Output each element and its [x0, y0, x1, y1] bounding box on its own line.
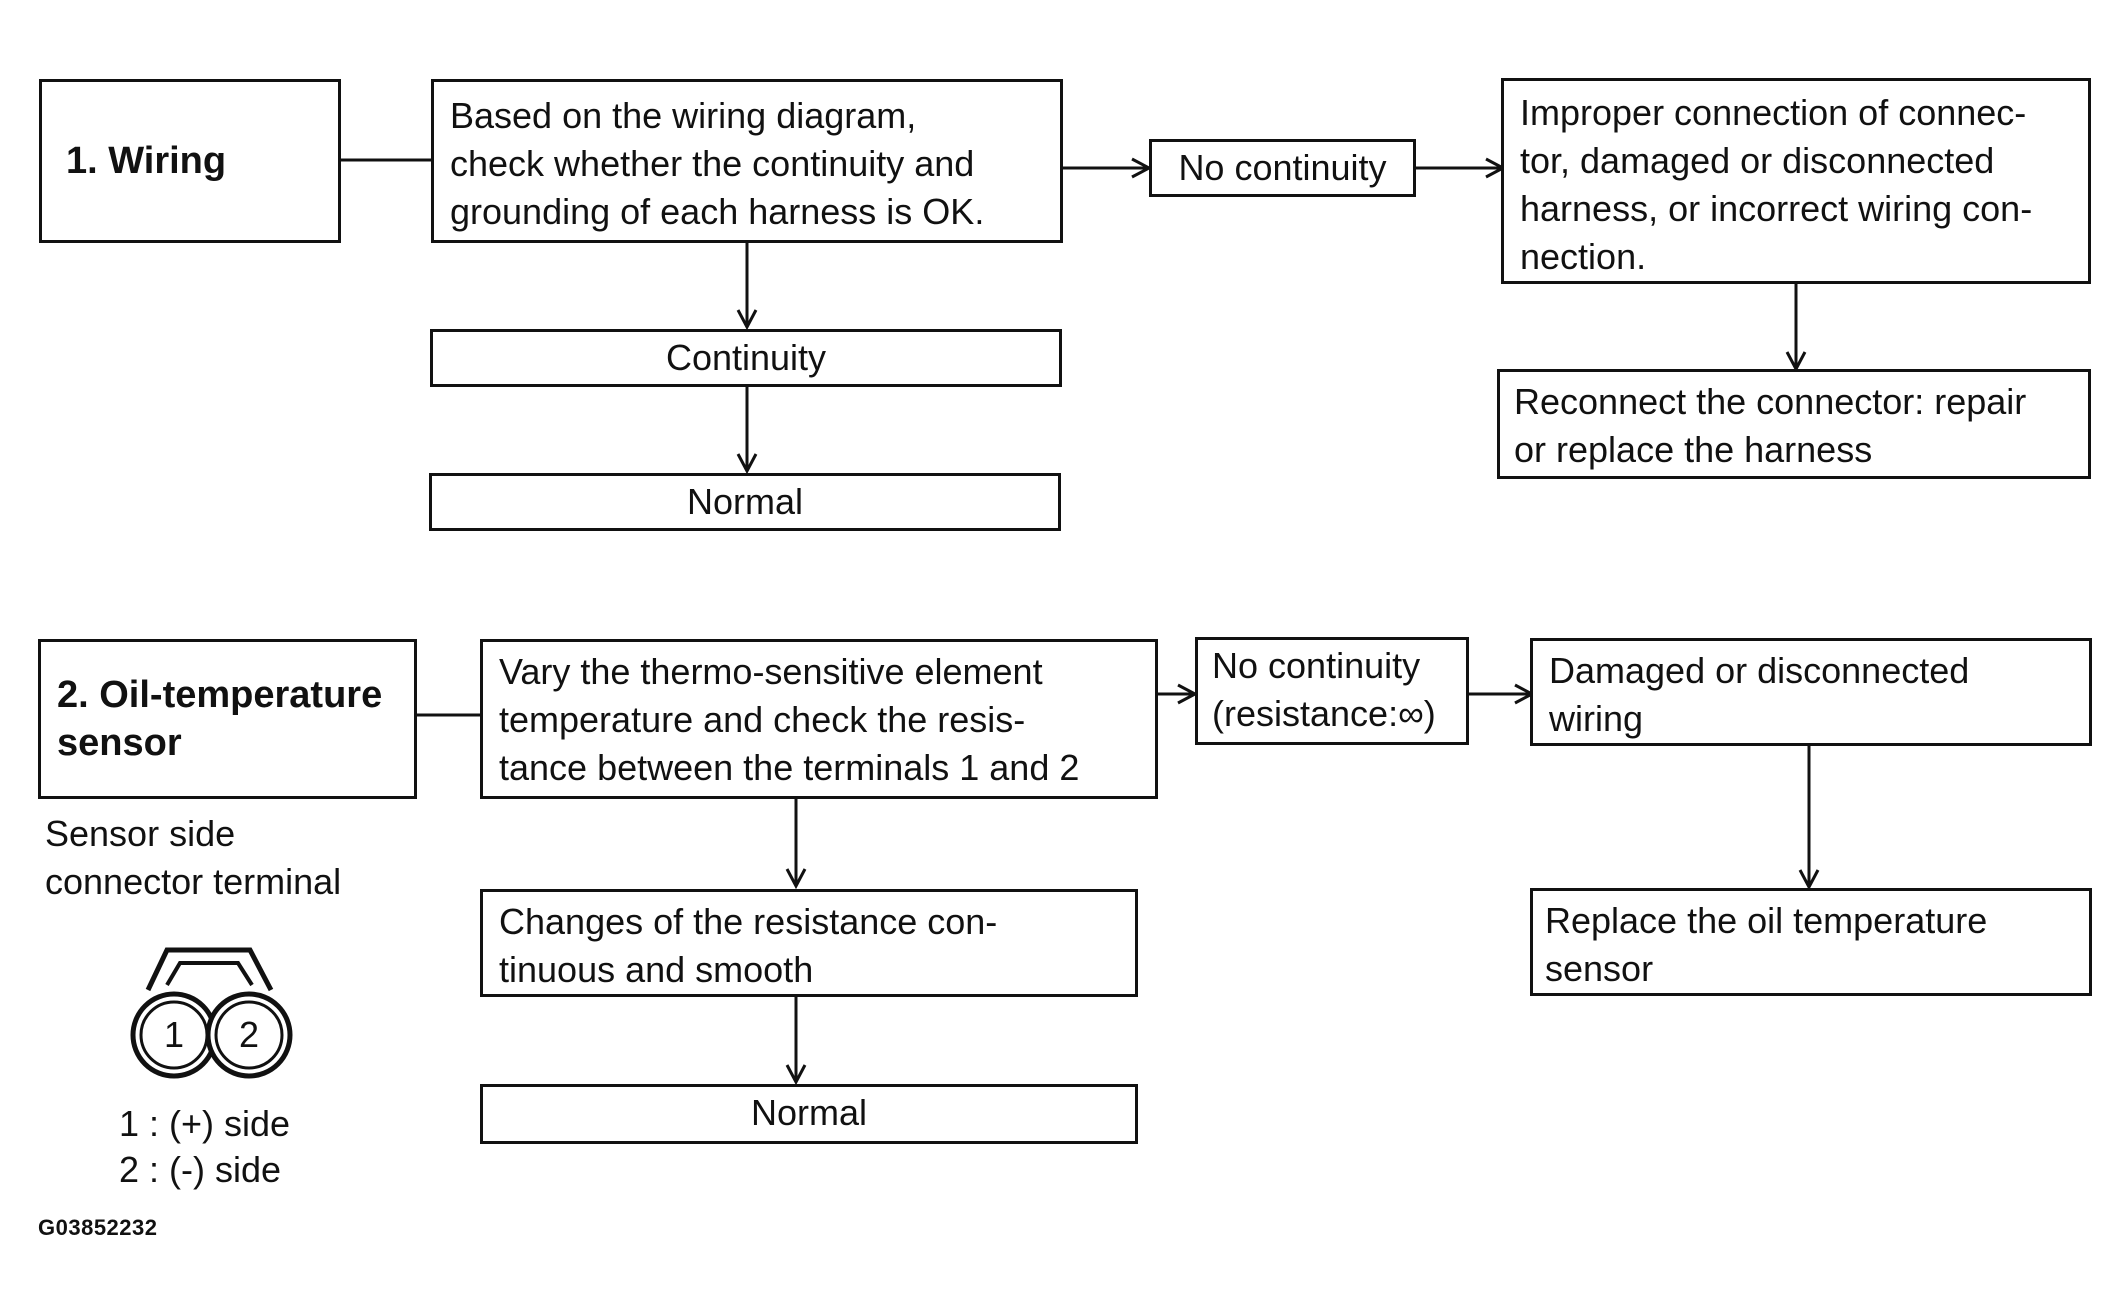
step-1-title-text: 1. Wiring — [66, 140, 227, 182]
sensor-no-continuity-result: No continuity (resistance:∞) — [1195, 637, 1469, 745]
continuity-result: Continuity — [430, 329, 1062, 387]
terminal-2-legend: 2 : (-) side — [119, 1149, 282, 1190]
sensor-resistance-check-instruction: Vary the thermo-sensitive element temper… — [480, 639, 1158, 799]
resistance-ok-result: Changes of the resistance con- tinuous a… — [480, 889, 1138, 997]
connector-terminal-diagram — [130, 947, 293, 1079]
step-2-oil-temperature-sensor-title: 2. Oil-temperature sensor — [38, 639, 417, 799]
wiring-fault-cause: Improper connection of connec- tor, dama… — [1501, 78, 2091, 284]
terminal-1-legend: 1 : (+) side — [119, 1103, 291, 1144]
step-2-title-text: 2. Oil-temperature sensor — [57, 674, 383, 764]
terminal-2-inner — [214, 1000, 284, 1070]
figure-code: G03852232 — [38, 1215, 158, 1240]
terminal-1-inner — [139, 1000, 209, 1070]
wiring-remedy: Reconnect the connector: repair or repla… — [1497, 369, 2091, 479]
connector-housing-inner — [165, 961, 254, 987]
no-continuity-result: No continuity — [1149, 139, 1416, 197]
sensor-remedy: Replace the oil temperature sensor — [1530, 888, 2092, 996]
wiring-normal-result: Normal — [429, 473, 1061, 531]
wiring-check-instruction: Based on the wiring diagram, check wheth… — [431, 79, 1063, 243]
terminal-1-label: 1 — [163, 1014, 185, 1055]
sensor-normal-result: Normal — [480, 1084, 1138, 1144]
step-1-wiring-title: 1. Wiring — [39, 79, 341, 243]
sensor-wiring-fault: Damaged or disconnected wiring — [1530, 638, 2092, 746]
connector-caption: Sensor side connector terminal — [45, 813, 342, 902]
terminal-2-label: 2 — [238, 1014, 260, 1055]
